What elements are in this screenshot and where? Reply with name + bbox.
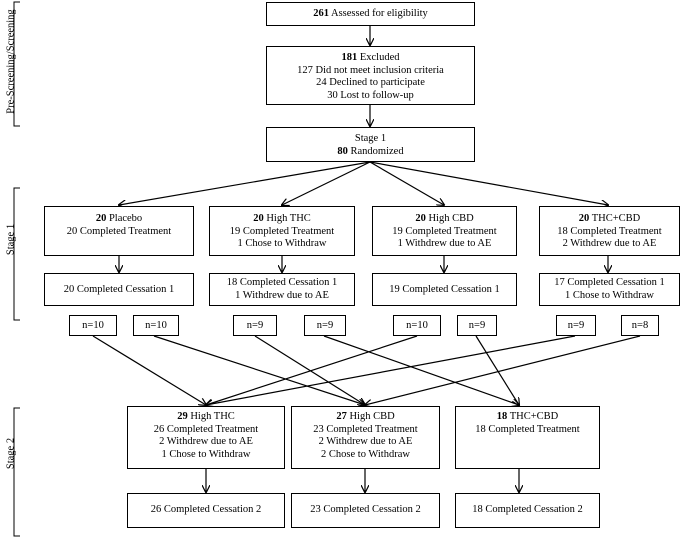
randomized-count: 80: [337, 145, 348, 157]
assessed-box: 261 Assessed for eligibility: [266, 2, 475, 26]
arrow-rand-cbd: [369, 161, 444, 205]
arm-line: 19 Completed Treatment: [392, 225, 497, 237]
excluded-count: 181: [341, 52, 358, 63]
arm-name: High CBD: [428, 213, 474, 224]
arm-line: 23 Completed Treatment: [313, 423, 418, 435]
assessed-text: Assessed for eligibility: [330, 8, 428, 19]
cessation2-thc-cbd: 18 Completed Cessation 2: [455, 493, 600, 528]
arm-line: 2 Withdrew due to AE: [159, 436, 253, 447]
excluded-line: 24 Declined to participate: [316, 77, 425, 88]
arm-count: 27: [336, 411, 347, 422]
arm-line: 2 Withdrew due to AE: [562, 238, 657, 249]
arm-line: 20 Completed Treatment: [66, 225, 172, 237]
split-label: n=9: [316, 320, 334, 331]
arrow-rand-thc: [282, 161, 371, 205]
randomized-title: Stage 1: [354, 133, 387, 144]
split-label: n=10: [145, 320, 167, 331]
cessation-line: 18 Completed Cessation 1: [226, 277, 338, 288]
arm-line: 2 Chose to Withdraw: [321, 448, 410, 460]
arm-count: 18: [496, 411, 508, 422]
split-box: n=8: [621, 315, 659, 336]
arrow-placebo-b-cbd: [153, 335, 365, 405]
stage2-arm-high-cbd: 27 High CBD 23 Completed Treatment 2 Wit…: [291, 406, 440, 469]
cessation-line: 23 Completed Cessation 2: [310, 504, 421, 515]
cessation1-placebo: 20 Completed Cessation 1: [44, 273, 194, 306]
arrow-rand-combo: [369, 161, 608, 205]
excluded-line: 127 Did not meet inclusion criteria: [297, 64, 444, 76]
arm-line: 1 Chose to Withdraw: [237, 238, 327, 249]
split-label: n=9: [567, 320, 585, 331]
excluded-text: Excluded: [359, 52, 400, 63]
excluded-box: 181 Excluded 127 Did not meet inclusion …: [266, 46, 475, 105]
stage1-arm-high-thc: 20 High THC 19 Completed Treatment 1 Cho…: [209, 206, 355, 256]
split-label: n=10: [406, 320, 428, 331]
stage1-bracket: [13, 187, 20, 321]
cessation1-thc-cbd: 17 Completed Cessation 1 1 Chose to With…: [539, 273, 680, 306]
randomized-box: Stage 1 80 Randomized: [266, 127, 475, 162]
stage1-arm-high-cbd: 20 High CBD 19 Completed Treatment 1 Wit…: [372, 206, 517, 256]
cessation-line: 19 Completed Cessation 1: [389, 284, 500, 295]
cessation-line: 17 Completed Cessation 1: [554, 277, 665, 288]
cessation-line: 1 Chose to Withdraw: [565, 289, 654, 301]
arm-count: 20: [95, 213, 107, 224]
arrow-placebo-a-thc: [92, 335, 206, 405]
excluded-line: 30 Lost to follow-up: [327, 89, 414, 101]
arm-name: THC+CBD: [509, 411, 559, 422]
split-label: n=10: [82, 320, 104, 331]
split-box: n=9: [556, 315, 596, 336]
arm-name: Placebo: [108, 213, 143, 224]
cessation2-high-thc: 26 Completed Cessation 2: [127, 493, 285, 528]
split-label: n=8: [631, 320, 649, 331]
split-box: n=10: [69, 315, 117, 336]
cessation1-high-cbd: 19 Completed Cessation 1: [372, 273, 517, 306]
arm-line: 2 Withdrew due to AE: [318, 436, 413, 447]
arrow-cbd-b-combo: [475, 335, 519, 405]
arm-line: 18 Completed Treatment: [557, 225, 662, 237]
pre-screening-bracket: [13, 1, 20, 127]
stage2-arm-thc-cbd: 18 THC+CBD 18 Completed Treatment: [455, 406, 600, 469]
arm-line: 1 Chose to Withdraw: [161, 448, 251, 460]
arrow-rand-placebo: [119, 161, 371, 205]
randomized-text: Randomized: [350, 145, 404, 157]
arm-count: 29: [177, 411, 188, 422]
arm-count: 20: [253, 213, 264, 224]
arrow-thc-b-combo: [323, 335, 519, 405]
stage2-bracket: [13, 407, 20, 537]
arrow-combo-b-cbd: [365, 335, 641, 405]
arrow-cbd-a-thc: [206, 335, 418, 405]
arm-name: High THC: [190, 411, 235, 422]
split-box: n=9: [304, 315, 346, 336]
cessation-line: 1 Withdrew due to AE: [235, 289, 329, 301]
stage2-arm-high-thc: 29 High THC 26 Completed Treatment 2 Wit…: [127, 406, 285, 469]
cessation2-high-cbd: 23 Completed Cessation 2: [291, 493, 440, 528]
arm-line: 18 Completed Treatment: [475, 423, 580, 435]
arm-name: High THC: [266, 213, 311, 224]
arm-name: High CBD: [349, 411, 395, 422]
split-box: n=10: [393, 315, 441, 336]
split-label: n=9: [246, 320, 264, 331]
assessed-count: 261: [313, 8, 329, 19]
arm-name: THC+CBD: [591, 213, 641, 224]
stage1-arm-placebo: 20 Placebo 20 Completed Treatment: [44, 206, 194, 256]
arm-count: 20: [415, 213, 426, 224]
arm-count: 20: [578, 213, 590, 224]
split-box: n=10: [133, 315, 179, 336]
split-box: n=9: [457, 315, 497, 336]
arrow-combo-a-thc: [206, 335, 576, 405]
cessation-line: 18 Completed Cessation 2: [472, 504, 583, 515]
cessation1-high-thc: 18 Completed Cessation 1 1 Withdrew due …: [209, 273, 355, 306]
arm-line: 19 Completed Treatment: [229, 225, 335, 237]
cessation-line: 20 Completed Cessation 1: [63, 284, 175, 295]
split-box: n=9: [233, 315, 277, 336]
stage1-arm-thc-cbd: 20 THC+CBD 18 Completed Treatment 2 With…: [539, 206, 680, 256]
split-label: n=9: [468, 320, 486, 331]
cessation-line: 26 Completed Cessation 2: [150, 504, 262, 515]
arm-line: 1 Withdrew due to AE: [397, 238, 492, 249]
arm-line: 26 Completed Treatment: [153, 423, 259, 435]
